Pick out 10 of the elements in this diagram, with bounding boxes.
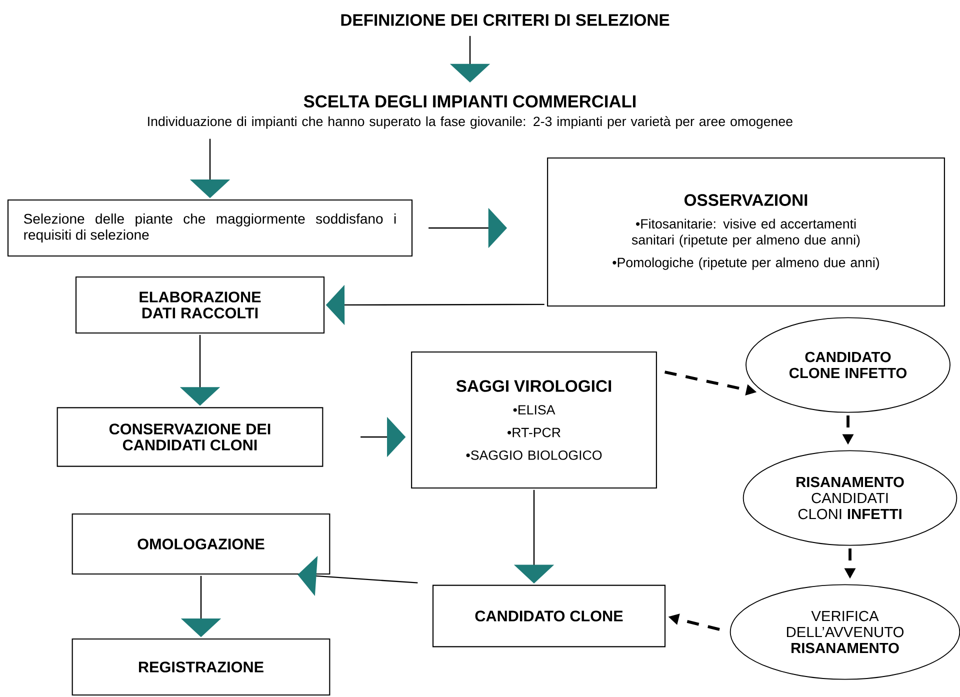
process-box: CONSERVAZIONE DEI CANDIDATI CLONI bbox=[56, 407, 324, 467]
process-box: SAGGI VIROLOGICI •ELISA •RT-PCR •SAGGIO BIOLOGICO bbox=[411, 351, 657, 489]
process-box: OMOLOGAZIONE bbox=[72, 513, 330, 575]
heading-text: SCELTA DEGLI IMPIANTI COMMERCIALI Individuazione di impianti che hanno superato la fase giovanile: 2-3 impianti per varietà per aree omogenee bbox=[148, 95, 792, 129]
heading-text: DEFINIZIONE DEI CRITERI DI SELEZIONE bbox=[341, 14, 670, 26]
process-box: OSSERVAZIONI •Fitosanitarie: visive ed accertamenti sanitari (ripetute per almeno due anni) •Pomologiche (ripetute per almeno due anni) bbox=[547, 157, 945, 307]
process-box: REGISTRAZIONE bbox=[72, 638, 330, 696]
process-box: CANDIDATO CLONE bbox=[432, 584, 666, 648]
process-box: Selezione delle piante che maggiormente soddisfano i requisiti di selezione bbox=[7, 199, 413, 257]
process-box: ELABORAZIONE DATI RACCOLTI bbox=[75, 276, 325, 334]
